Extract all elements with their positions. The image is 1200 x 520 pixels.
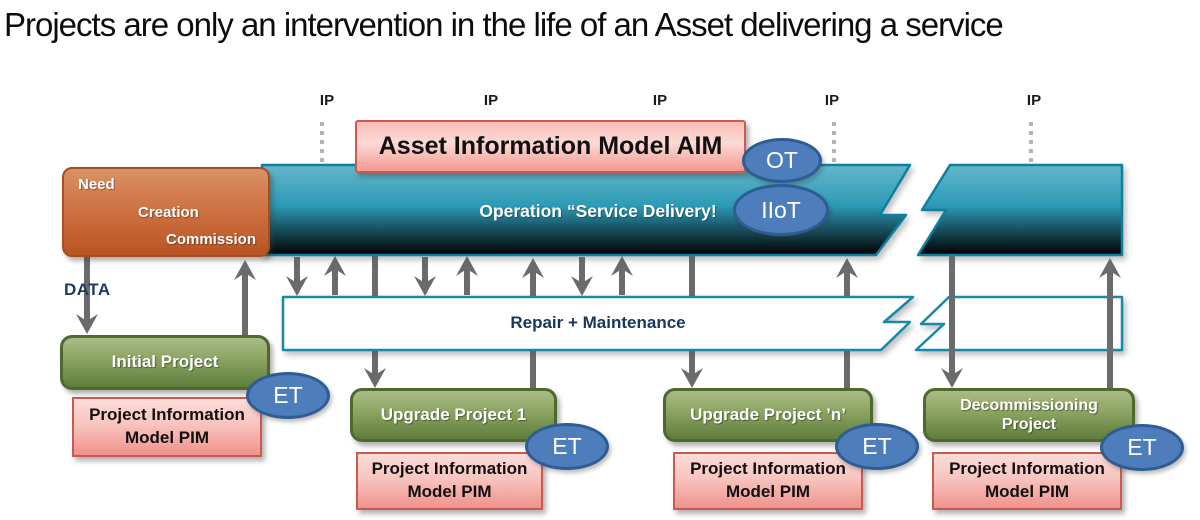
project-box-upgrade1-label: Upgrade Project 1 <box>380 404 527 424</box>
pim-upgraden-line1: Project Information <box>690 459 846 479</box>
et-ellipse-decommissioning: ET <box>1100 424 1184 471</box>
arrow-down-head-3 <box>571 276 593 296</box>
band-repair-right <box>914 295 1124 352</box>
band-operation-right <box>916 163 1124 257</box>
arrowheads-behind <box>76 256 858 388</box>
project-box-upgrade1: Upgrade Project 1 <box>350 388 557 442</box>
arrow-up-head-2 <box>456 256 478 276</box>
project-box-upgraden: Upgrade Project ’n’ <box>663 388 873 442</box>
ip-label-5: IP <box>1026 92 1042 109</box>
arrow-op-upgrade1-down-head <box>364 368 386 388</box>
pim-initial-line1: Project Information <box>89 405 245 425</box>
pim-initial-line2: Model PIM <box>124 428 210 447</box>
iiot-label: IIoT <box>761 196 801 223</box>
arrow-upgraden-op-up-head <box>836 258 858 278</box>
need-box: Need Creation Commission <box>62 167 270 257</box>
arrow-up-head-3 <box>611 256 633 276</box>
ip-label-2: IP <box>483 92 499 109</box>
project-box-initial-label: Initial Project <box>111 352 219 372</box>
ip-label-3: IP <box>652 92 668 109</box>
et-ellipse-initial: ET <box>246 372 330 419</box>
arrow-upgrade1-op-up-head <box>522 258 544 278</box>
ip-label-1: IP <box>319 92 335 109</box>
aim-label: Asset Information Model AIM <box>378 132 723 160</box>
pim-box-initial: Project Information Model PIM <box>72 397 262 457</box>
ot-label: OT <box>766 147 798 173</box>
arrow-down-head-2 <box>414 276 436 296</box>
project-box-upgraden-label: Upgrade Project ’n’ <box>690 404 846 424</box>
pim-decomm-line1: Project Information <box>949 459 1105 479</box>
et-ellipse-upgraden: ET <box>835 423 919 470</box>
pim-upgraden-line2: Model PIM <box>725 482 811 501</box>
arrow-initial-up-head <box>234 260 256 280</box>
et-label-initial: ET <box>273 382 303 408</box>
pim-box-decommissioning: Project Information Model PIM <box>932 452 1122 510</box>
repair-band-label: Repair + Maintenance <box>510 313 686 332</box>
aim-box: Asset Information Model AIM <box>355 120 746 173</box>
et-label-upgrade1: ET <box>552 433 582 459</box>
arrow-op-decomm-down-head <box>941 368 963 388</box>
creation-line: Creation <box>138 203 199 221</box>
iiot-ellipse: IIoT <box>733 184 829 236</box>
project-box-decommissioning: Decommissioning Project <box>923 388 1135 442</box>
band-repair-left <box>281 295 915 352</box>
arrow-up-head-1 <box>324 256 346 276</box>
need-line: Need <box>78 176 115 193</box>
arrow-data-down-head <box>76 314 98 334</box>
pim-decomm-line2: Model PIM <box>984 482 1070 501</box>
et-label-decomm: ET <box>1127 434 1157 460</box>
pim-upgrade1-line2: Model PIM <box>407 482 492 501</box>
arrowheads-front <box>941 258 1121 388</box>
project-box-decomm-label-2: Project <box>1001 416 1057 433</box>
et-ellipse-upgrade1: ET <box>525 423 609 470</box>
ip-dotted-lines <box>320 122 1033 162</box>
pim-upgrade1-line1: Project Information <box>371 459 528 479</box>
ip-label-4: IP <box>824 92 840 109</box>
project-box-decomm-label-1: Decommissioning <box>960 396 1098 414</box>
arrow-op-upgraden-down-head <box>681 368 703 388</box>
pim-box-upgraden: Project Information Model PIM <box>673 452 863 510</box>
commission-line: Commission <box>165 231 256 248</box>
arrow-down-head-1 <box>286 276 308 296</box>
ot-ellipse: OT <box>742 138 822 183</box>
arrow-decomm-op-up-head <box>1099 258 1121 278</box>
operation-band-label: Operation “Service Delivery! <box>479 201 717 221</box>
pim-box-upgrade1: Project Information Model PIM <box>356 452 543 510</box>
arrows-front <box>949 255 1113 388</box>
project-box-initial: Initial Project <box>60 335 270 390</box>
et-label-upgraden: ET <box>862 433 892 459</box>
slide-title: Projects are only an intervention in the… <box>4 6 1004 43</box>
data-label: DATA <box>64 280 111 299</box>
